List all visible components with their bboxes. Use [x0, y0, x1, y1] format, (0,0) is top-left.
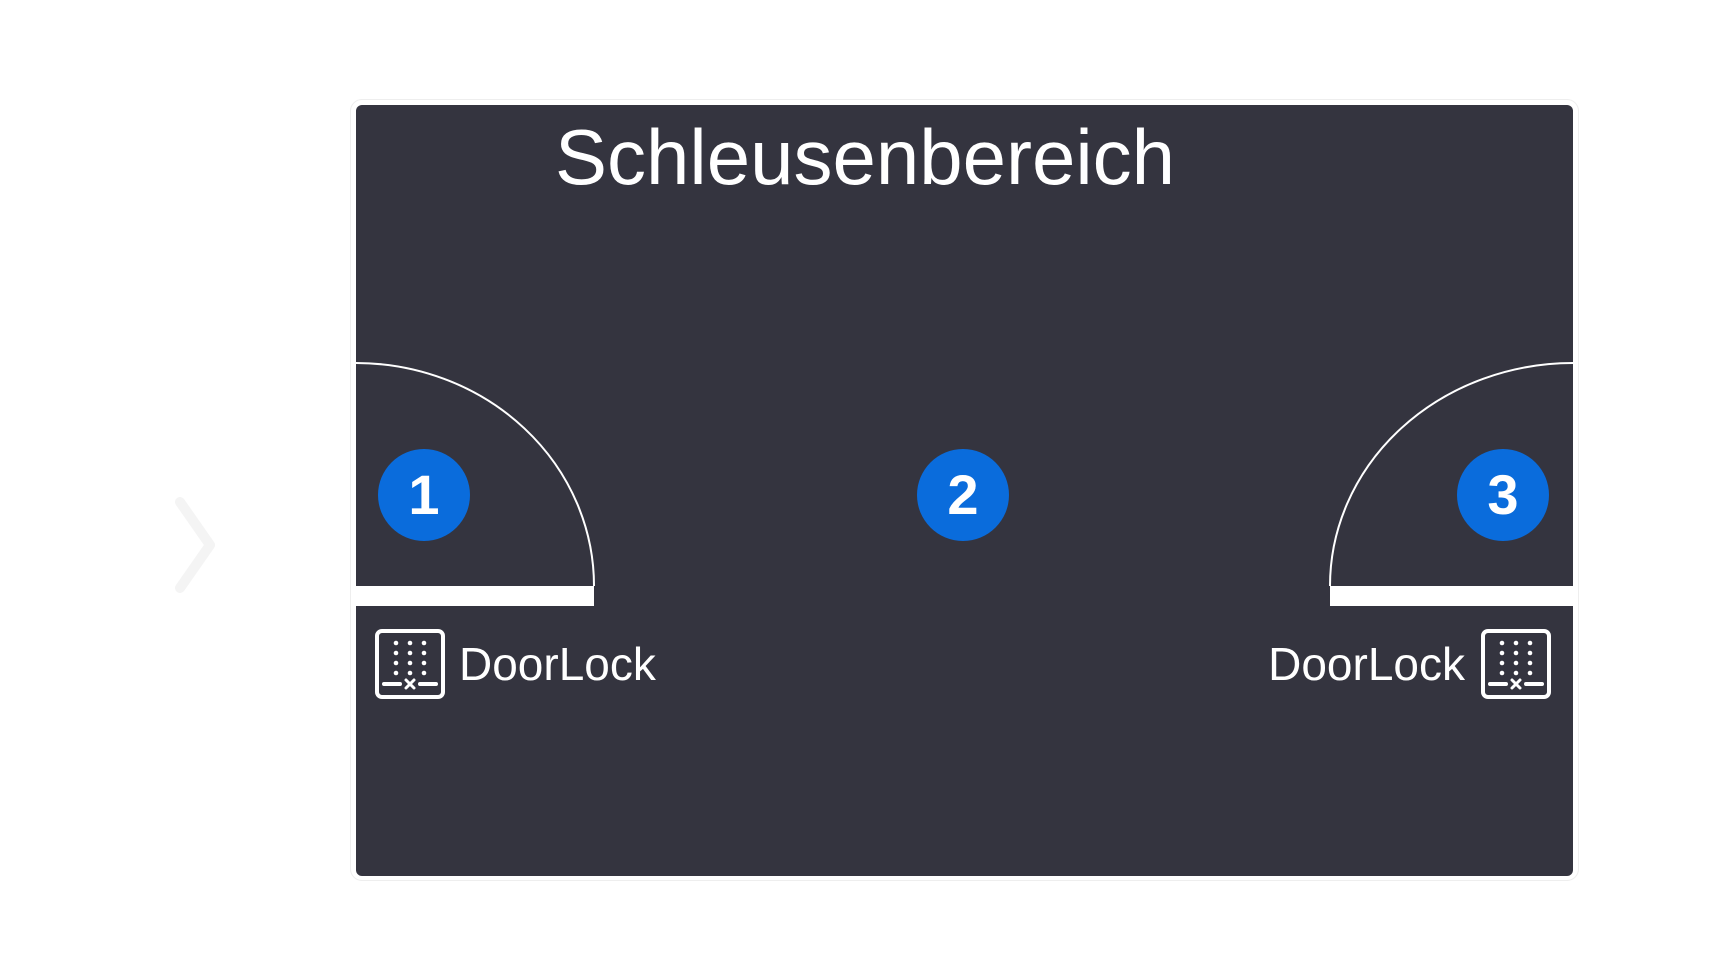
door-lock-label-right: DoorLock	[1268, 638, 1465, 690]
chevron-right-icon[interactable]	[168, 490, 228, 600]
door-swing-arc-left	[356, 362, 595, 587]
floor-plan-drawing	[356, 362, 1573, 606]
door-leaf-right	[1330, 586, 1573, 606]
door-swing-arc-right	[1329, 362, 1573, 587]
diagram-title: Schleusenbereich	[554, 113, 1176, 201]
zone-marker-1[interactable]: 1	[378, 449, 470, 541]
zone-marker-2[interactable]: 2	[917, 449, 1009, 541]
panel-frame	[350, 99, 1579, 881]
keypad-icon	[375, 629, 445, 699]
door-lock-label-left: DoorLock	[459, 638, 656, 690]
door-leaf-left	[356, 586, 594, 606]
keypad-icon	[1481, 629, 1551, 699]
zone-marker-3[interactable]: 3	[1457, 449, 1549, 541]
